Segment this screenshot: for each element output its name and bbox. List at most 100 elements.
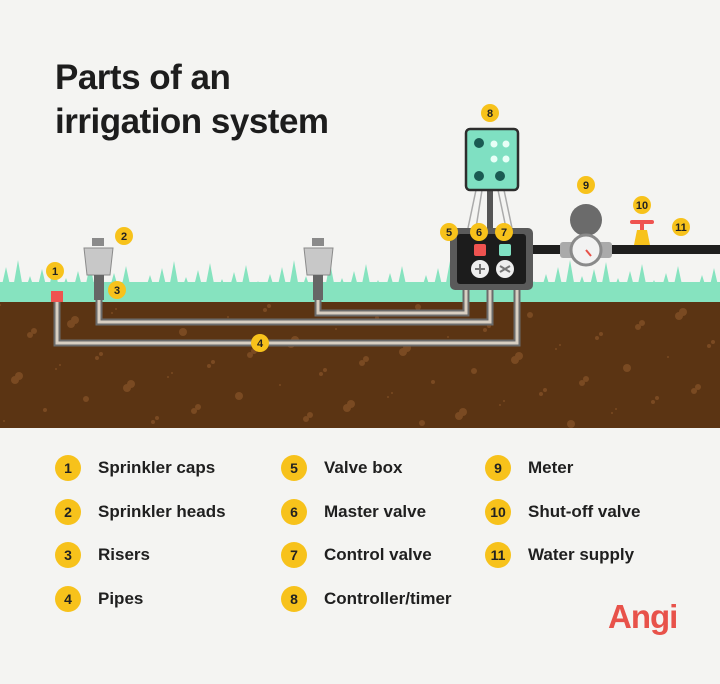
- callout-9: 9: [577, 176, 595, 194]
- soil-dot: [319, 372, 323, 376]
- soil-dot: [31, 328, 37, 334]
- callout-8: 8: [481, 104, 499, 122]
- legend-label: Risers: [98, 545, 150, 564]
- svg-text:3: 3: [114, 285, 120, 297]
- soil-dot: [615, 408, 617, 410]
- soil-dot: [527, 312, 533, 318]
- soil-dot: [127, 380, 135, 388]
- soil-dot: [711, 340, 715, 344]
- soil-dot: [431, 380, 435, 384]
- svg-text:6: 6: [476, 227, 482, 239]
- legend-label: Water supply: [528, 545, 635, 564]
- legend-label: Sprinkler heads: [98, 502, 226, 521]
- soil-dot: [543, 388, 547, 392]
- soil-dot: [559, 344, 561, 346]
- legend-label: Valve box: [324, 458, 403, 477]
- callout-2: 2: [115, 227, 133, 245]
- soil-dot: [211, 360, 215, 364]
- soil-dot: [459, 408, 467, 416]
- soil-dot: [195, 404, 201, 410]
- svg-text:7: 7: [501, 227, 507, 239]
- legend-badge: 1: [55, 455, 81, 481]
- soil-dot: [503, 400, 505, 402]
- svg-text:11: 11: [675, 222, 687, 234]
- sprinkler-head-2: [303, 238, 334, 300]
- soil-dot: [363, 356, 369, 362]
- soil-dot: [499, 404, 501, 406]
- soil-dot: [323, 368, 327, 372]
- soil-dot: [471, 368, 477, 374]
- legend-badge: 9: [485, 455, 511, 481]
- soil-dot: [635, 324, 641, 330]
- legend-label: Control valve: [324, 545, 432, 564]
- soil-dot: [679, 308, 687, 316]
- soil-dot: [155, 416, 159, 420]
- controller-timer: [464, 127, 520, 192]
- soil-dot: [611, 412, 613, 414]
- soil-dot: [623, 364, 631, 372]
- soil-dot: [347, 400, 355, 408]
- soil-dot: [99, 352, 103, 356]
- soil-dot: [595, 336, 599, 340]
- soil-dot: [599, 332, 603, 336]
- soil-dot: [655, 396, 659, 400]
- legend-label: Pipes: [98, 589, 144, 608]
- svg-text:2: 2: [121, 231, 127, 243]
- soil-dot: [111, 312, 113, 314]
- callout-5: 5: [440, 223, 458, 241]
- soil-dot: [71, 316, 79, 324]
- controller-pole: [487, 190, 493, 230]
- callout-7: 7: [495, 223, 513, 241]
- legend-badge: 2: [55, 499, 81, 525]
- soil-dot: [695, 384, 701, 390]
- soil-dot: [43, 408, 47, 412]
- grass: [0, 260, 720, 302]
- legend-item: 4 Pipes: [55, 584, 143, 614]
- soil-dot: [483, 328, 487, 332]
- soil-dot: [59, 364, 61, 366]
- soil-dot: [307, 412, 313, 418]
- soil-dot: [415, 304, 421, 310]
- soil-dot: [179, 328, 187, 336]
- soil-dot: [359, 360, 365, 366]
- soil-dot: [0, 304, 1, 306]
- callout-6: 6: [470, 223, 488, 241]
- soil-dot: [515, 352, 523, 360]
- svg-text:8: 8: [487, 108, 493, 120]
- control-valve: [499, 244, 511, 256]
- soil-dot: [95, 356, 99, 360]
- shut-off-valve: [630, 220, 654, 245]
- soil-dot: [55, 368, 57, 370]
- soil-dot: [583, 376, 589, 382]
- legend-item: 11 Water supply: [485, 540, 634, 570]
- soil-dot: [27, 332, 33, 338]
- legend-badge: 10: [485, 499, 511, 525]
- sprinkler-head-1: [83, 238, 114, 300]
- legend-item: 5 Valve box: [281, 453, 402, 483]
- angi-logo: Angi: [608, 598, 678, 635]
- soil-dot: [167, 376, 169, 378]
- legend-badge: 5: [281, 455, 307, 481]
- soil-dot: [707, 344, 711, 348]
- soil-dot: [667, 356, 669, 358]
- soil-dot: [391, 392, 393, 394]
- soil-dot: [279, 384, 281, 386]
- legend-label: Shut-off valve: [528, 502, 641, 521]
- legend-item: 2 Sprinkler heads: [55, 497, 226, 527]
- soil-dot: [151, 420, 155, 424]
- svg-text:4: 4: [257, 338, 264, 350]
- soil-dot: [579, 380, 585, 386]
- legend-badge: 6: [281, 499, 307, 525]
- soil-dot: [555, 348, 557, 350]
- svg-text:1: 1: [52, 266, 58, 278]
- valve-box: [450, 228, 533, 290]
- water-meter: [560, 204, 612, 267]
- legend-badge: 11: [485, 542, 511, 568]
- soil-dot: [247, 352, 253, 358]
- soil-dot: [171, 372, 173, 374]
- legend-badge: 8: [281, 586, 307, 612]
- legend-badge: 4: [55, 586, 81, 612]
- soil-dot: [419, 420, 425, 426]
